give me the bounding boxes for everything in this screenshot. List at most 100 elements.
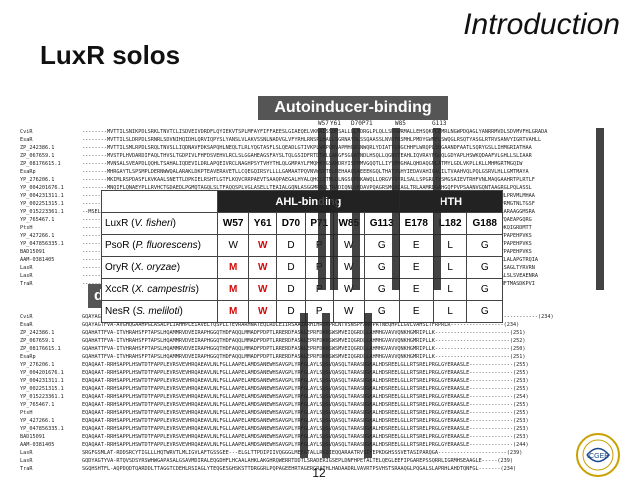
sequence-name: YP_427266.1 bbox=[20, 233, 55, 239]
sequence-name: YP_004231311.1 bbox=[20, 378, 64, 384]
sequence-name: ZP_242386.1 bbox=[20, 330, 55, 336]
sequence-name: TraR bbox=[20, 281, 33, 287]
residue-cell: W bbox=[217, 234, 250, 257]
residue-cell: G bbox=[466, 256, 503, 279]
column-header: D70 bbox=[276, 212, 306, 235]
alignment-row: YP_276206.1 --------MKIMLRSPDASFLKVKAALSN… bbox=[20, 176, 630, 184]
autoinducer-band: Autoinducer-binding bbox=[258, 96, 448, 120]
sequence-name: TraR bbox=[20, 466, 33, 472]
conserved-column-highlight bbox=[300, 313, 308, 458]
column-header: W57 bbox=[217, 212, 250, 235]
sequence-name: EsaR bbox=[20, 322, 33, 328]
section-title: Introduction bbox=[463, 8, 620, 41]
residue-cell: W bbox=[248, 278, 278, 301]
sequence-name: LasR bbox=[20, 458, 33, 464]
residue-cell: D bbox=[276, 256, 306, 279]
conserved-column-highlight bbox=[352, 128, 360, 290]
sequence: --------MVTTILSLDRPDLSRNRLSDVNIHQIDHLQRV… bbox=[82, 137, 542, 143]
sequence-name: YP_765467.1 bbox=[20, 217, 55, 223]
sequence-name: LasR bbox=[20, 273, 33, 279]
sequence-name: YP_427266.1 bbox=[20, 418, 55, 424]
residue-mark: W85 bbox=[395, 120, 406, 127]
sequence-name: AAM-0381405 bbox=[20, 257, 55, 263]
residue-cell: E bbox=[398, 256, 434, 279]
column-header: G188 bbox=[466, 212, 503, 235]
group-header-ahl: AHL-binding bbox=[217, 190, 400, 213]
sequence-name: YP_047856335.1 bbox=[20, 426, 64, 432]
sequence: --------MNQIFLQNAEYPLLRVHCTGDAEDLPGMQTAG… bbox=[82, 185, 532, 191]
sequence-name: ZP_067659.1 bbox=[20, 338, 55, 344]
sequence-name: YP_276206.1 bbox=[20, 177, 55, 183]
sequence-name: EsaRp bbox=[20, 354, 36, 360]
alignment-row: TraR SGQHSHTFL-AQPDQDTQARDDLTTAGGTCDEHLRS… bbox=[20, 465, 630, 473]
residue-cell: G bbox=[466, 300, 503, 323]
row-name-first: LuxR (V. fisheri) bbox=[100, 212, 219, 235]
residue-cell: W bbox=[248, 300, 278, 323]
alignment-row: ZP_08176615.1 --------MVNSALSVEAPDLQQHLTS… bbox=[20, 160, 630, 168]
table-corner bbox=[101, 190, 218, 213]
residue-cell: E bbox=[398, 278, 434, 301]
sequence: GQDYAGTYVA-RTQVSDSYRSWHWGAPASALGSAVMDIRA… bbox=[82, 458, 513, 464]
sequence-name: ZP_08176615.1 bbox=[20, 161, 61, 167]
sequence-name: PtsH bbox=[20, 410, 33, 416]
residue-cell: G bbox=[466, 234, 503, 257]
sequence-name: LasR bbox=[20, 450, 33, 456]
alignment-row: CviR --------MVTTILSNIKPDLSRKLTNVTCLISDVE… bbox=[20, 128, 630, 136]
row-name: NesR (S. meliloti) bbox=[100, 300, 219, 323]
row-name: PsoR (P. fluorescens) bbox=[100, 234, 219, 257]
sequence-name: CviR bbox=[20, 129, 33, 135]
sequence-name: YP_015223361.1 bbox=[20, 209, 64, 215]
residue-cell: M bbox=[217, 278, 250, 301]
sequence-name: ZP_08176615.1 bbox=[20, 346, 61, 352]
icgeb-logo-icon: ICGEB bbox=[576, 433, 620, 477]
alignment-row: ZP_067659.1--------MVSTPLHVDARDIFAQLTHVS… bbox=[20, 152, 630, 160]
sequence-name: YP_004201676.1 bbox=[20, 370, 64, 376]
alignment-row: EsaRp--------MHRGAYTLSPSMPLDERNWWQALARAK… bbox=[20, 168, 630, 176]
sequence-name: YP_015223361.1 bbox=[20, 394, 64, 400]
alignment-row: YP_004201676.1--------MNQIFLQNAEYPLLRVHC… bbox=[20, 184, 630, 192]
sequence-name: BAD15091 bbox=[20, 434, 45, 440]
sequence-name: YP_002251315.1 bbox=[20, 201, 64, 207]
column-header: Y61 bbox=[248, 212, 278, 235]
conserved-column-highlight bbox=[364, 313, 372, 458]
residue-mark: W57 bbox=[318, 120, 329, 127]
table-row: PsoR (P. fluorescens)WWDPWGELG bbox=[100, 234, 503, 257]
conserved-column-highlight bbox=[330, 128, 338, 290]
residue-cell: D bbox=[276, 278, 306, 301]
residue-mark: G113 bbox=[432, 120, 447, 127]
conserved-column-highlight bbox=[322, 313, 330, 458]
sequence-name: EsaR bbox=[20, 137, 33, 143]
alignment-row: EsaR --------MVTTILSLDRPDLSRNRLSDVNIHQIDH… bbox=[20, 136, 630, 144]
residue-cell: D bbox=[276, 234, 306, 257]
row-name: OryR (X. oryzae) bbox=[100, 256, 219, 279]
sequence: --------MVNSALSVEAPDLQQHLTSAHALIQDEVILDR… bbox=[82, 161, 523, 167]
residue-cell: W bbox=[248, 234, 278, 257]
sequence-name: ZP_242386.1 bbox=[20, 145, 55, 151]
page-number: 12 bbox=[312, 466, 326, 480]
conserved-column-highlight bbox=[596, 128, 604, 290]
sequence: SGQHSHTFL-AQPDQDTQARDDLTTAGGTCDEHLRSIAGL… bbox=[82, 466, 517, 472]
sequence-name: YP_276206.1 bbox=[20, 362, 55, 368]
residue-mark: Y61 bbox=[330, 120, 341, 127]
alignment-row: ZP_242386.1--------MVTTILSMLRPDLSRQLTNVS… bbox=[20, 144, 630, 152]
residue-cell: W bbox=[332, 300, 365, 323]
residue-cell: G bbox=[466, 278, 503, 301]
sequence-name: EsaRp bbox=[20, 169, 36, 175]
residue-cell: E bbox=[398, 234, 434, 257]
sequence-name: ZP_067659.1 bbox=[20, 153, 55, 159]
conserved-column-highlight bbox=[392, 128, 400, 290]
conserved-column-highlight bbox=[433, 128, 441, 290]
row-name: XccR (X. campestris) bbox=[100, 278, 219, 301]
group-header-hth: HTH bbox=[398, 190, 504, 213]
column-header: E178 bbox=[398, 212, 434, 235]
residue-cell: E bbox=[398, 300, 434, 323]
sequence: --------MVTTILSNIKPDLSRKLTNVTCLISDVEIVDR… bbox=[82, 129, 548, 135]
sequence-name: CviR bbox=[20, 314, 33, 320]
slide-title: LuxR solos bbox=[40, 40, 181, 70]
sequence: --------MKIMLRSPDASFLKVKAALSNETTLDPKIELR… bbox=[82, 177, 535, 183]
sequence-name: YP_047856335.1 bbox=[20, 241, 64, 247]
sequence-name: LasR bbox=[20, 265, 33, 271]
logo-label: ICGEB bbox=[587, 453, 609, 460]
